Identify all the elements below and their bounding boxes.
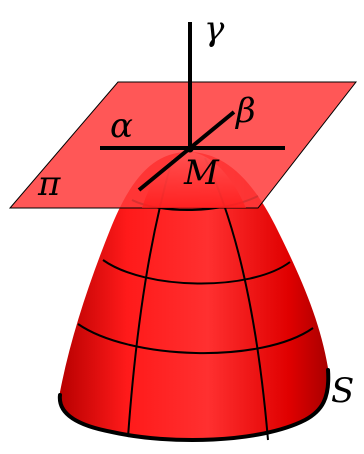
surface-parallel-3 bbox=[77, 323, 314, 355]
paraboloid-surface bbox=[59, 152, 330, 441]
label-point-m: M bbox=[183, 153, 220, 193]
label-surface-s: S bbox=[331, 371, 354, 411]
label-alpha: α bbox=[110, 106, 133, 146]
label-plane-pi: π bbox=[37, 164, 61, 204]
beta-axis bbox=[137, 110, 236, 192]
label-beta: β bbox=[234, 91, 256, 131]
surface-bottom-rim bbox=[57, 368, 331, 443]
label-gamma: γ bbox=[204, 9, 225, 49]
point-m bbox=[186, 145, 194, 153]
surface-parallel-2 bbox=[102, 259, 291, 285]
